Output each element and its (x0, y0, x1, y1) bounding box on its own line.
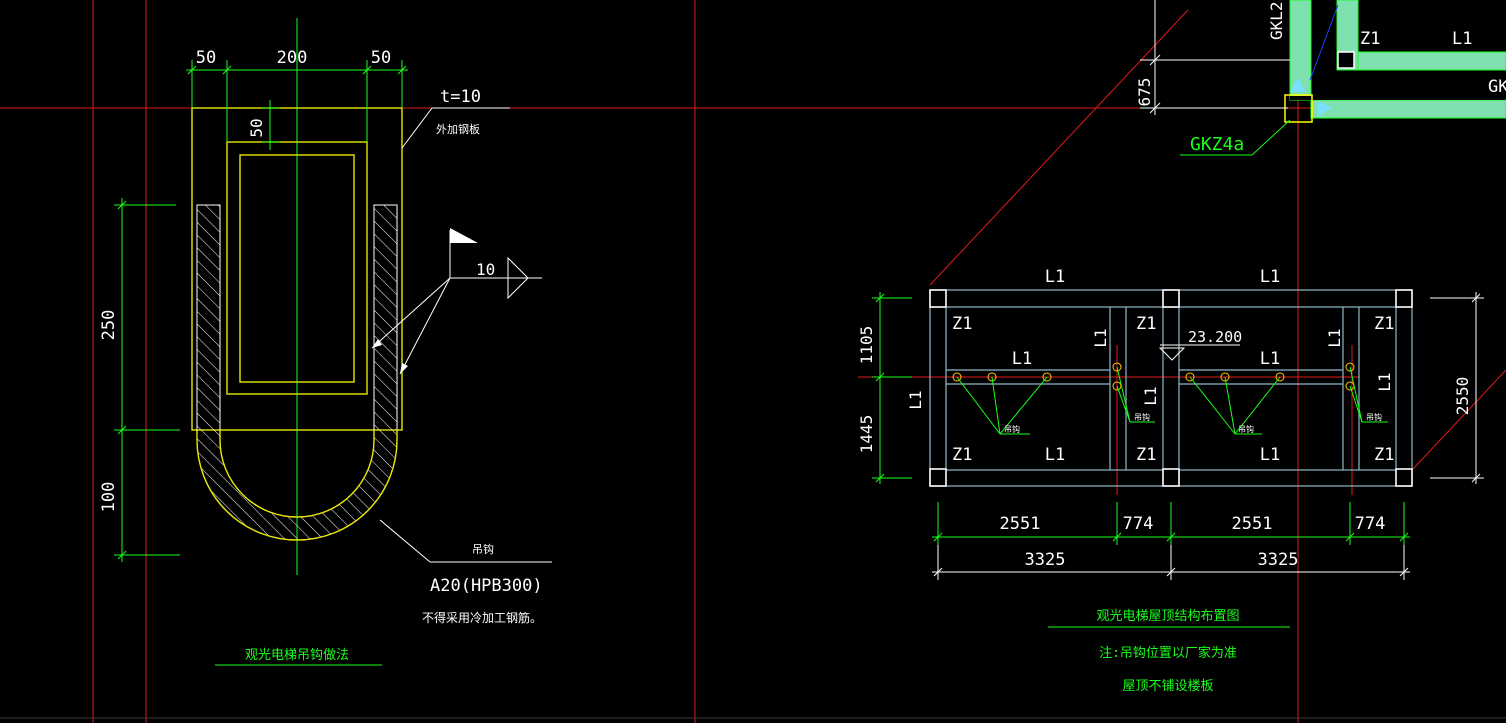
dim-left-2: 1445 (857, 415, 876, 454)
hook-detail-title: 观光电梯吊钩做法 (245, 648, 349, 663)
col-z1-1: Z1 (952, 314, 972, 334)
hook-tag-2: 吊钩 (1134, 412, 1150, 422)
dim-top-3: 50 (371, 48, 391, 68)
col-z1-3: Z1 (1374, 314, 1394, 334)
dim-total-2: 3325 (1258, 550, 1299, 570)
col-z1-5: Z1 (1136, 445, 1156, 465)
weld-size: 10 (476, 260, 495, 279)
beam-top-2: L1 (1260, 267, 1280, 287)
beam-vert-5: L1 (1375, 372, 1394, 391)
dim-top-1: 50 (196, 48, 216, 68)
beam-vert-3: L1 (1141, 386, 1160, 405)
dim-left-upper: 250 (99, 310, 119, 341)
dim-left-lower: 100 (99, 482, 119, 513)
plate-thickness: t=10 (440, 87, 481, 107)
roof-plan: 吊钩 吊钩 吊钩 吊钩 23.200 L1 L1 L1 L1 L1 L1 L1 … (857, 267, 1484, 694)
hook-tag-4: 吊钩 (1366, 412, 1382, 422)
hook-note: 不得采用冷加工钢筋。 (422, 610, 542, 625)
plan-title: 观光电梯屋顶结构布置图 (1096, 609, 1239, 624)
top-beam-l1: L1 (1452, 29, 1472, 49)
hook-tag-1: 吊钩 (1004, 424, 1020, 434)
col-z1-6: Z1 (1374, 445, 1394, 465)
plan-note-1: 注:吊钩位置以厂家为准 (1099, 645, 1237, 661)
beam-vert-2: L1 (1091, 328, 1110, 347)
dim-total-1: 3325 (1025, 550, 1066, 570)
dim-left-1: 1105 (857, 326, 876, 365)
beam-bottom-2: L1 (1260, 445, 1280, 465)
hook-spec: A20(HPB300) (430, 576, 543, 596)
hook-detail: 50 200 50 50 250 100 t=10 外加钢板 10 (99, 18, 552, 666)
plan-note-2: 屋顶不铺设楼板 (1122, 679, 1213, 694)
beam-bottom-1: L1 (1045, 445, 1065, 465)
beam-label-gk: GK (1488, 77, 1506, 97)
beam-top-1: L1 (1045, 267, 1065, 287)
col-z1-2: Z1 (1136, 314, 1156, 334)
dim-inner: 50 (247, 118, 266, 137)
dim-right: 2550 (1453, 377, 1472, 416)
beam-vert-1: L1 (906, 390, 925, 409)
beam-mid-1: L1 (1012, 349, 1032, 369)
hook-markers (952, 362, 1388, 435)
column-tag-gkz4a: GKZ4a (1190, 134, 1244, 155)
dim-bottom-1: 2551 (1000, 514, 1041, 534)
dim-bottom-2: 774 (1123, 514, 1154, 534)
beam-mid-2: L1 (1260, 349, 1280, 369)
elevation-label: 23.200 (1188, 328, 1242, 346)
top-right-plan-fragment: GKZ4a 675 GKL2 GK Z1 L1 (1135, 0, 1506, 156)
plate-note: 外加钢板 (436, 122, 480, 136)
top-col-z1: Z1 (1360, 29, 1380, 49)
dim-top-2: 200 (277, 48, 308, 68)
col-z1-4: Z1 (952, 445, 972, 465)
dim-bottom-4: 774 (1355, 514, 1386, 534)
dim-675: 675 (1135, 78, 1154, 107)
beam-label-gkl: GKL2 (1267, 1, 1286, 40)
dim-bottom-3: 2551 (1232, 514, 1273, 534)
hook-label: 吊钩 (472, 542, 494, 556)
beam-vert-4: L1 (1325, 328, 1344, 347)
hook-tag-3: 吊钩 (1238, 424, 1254, 434)
